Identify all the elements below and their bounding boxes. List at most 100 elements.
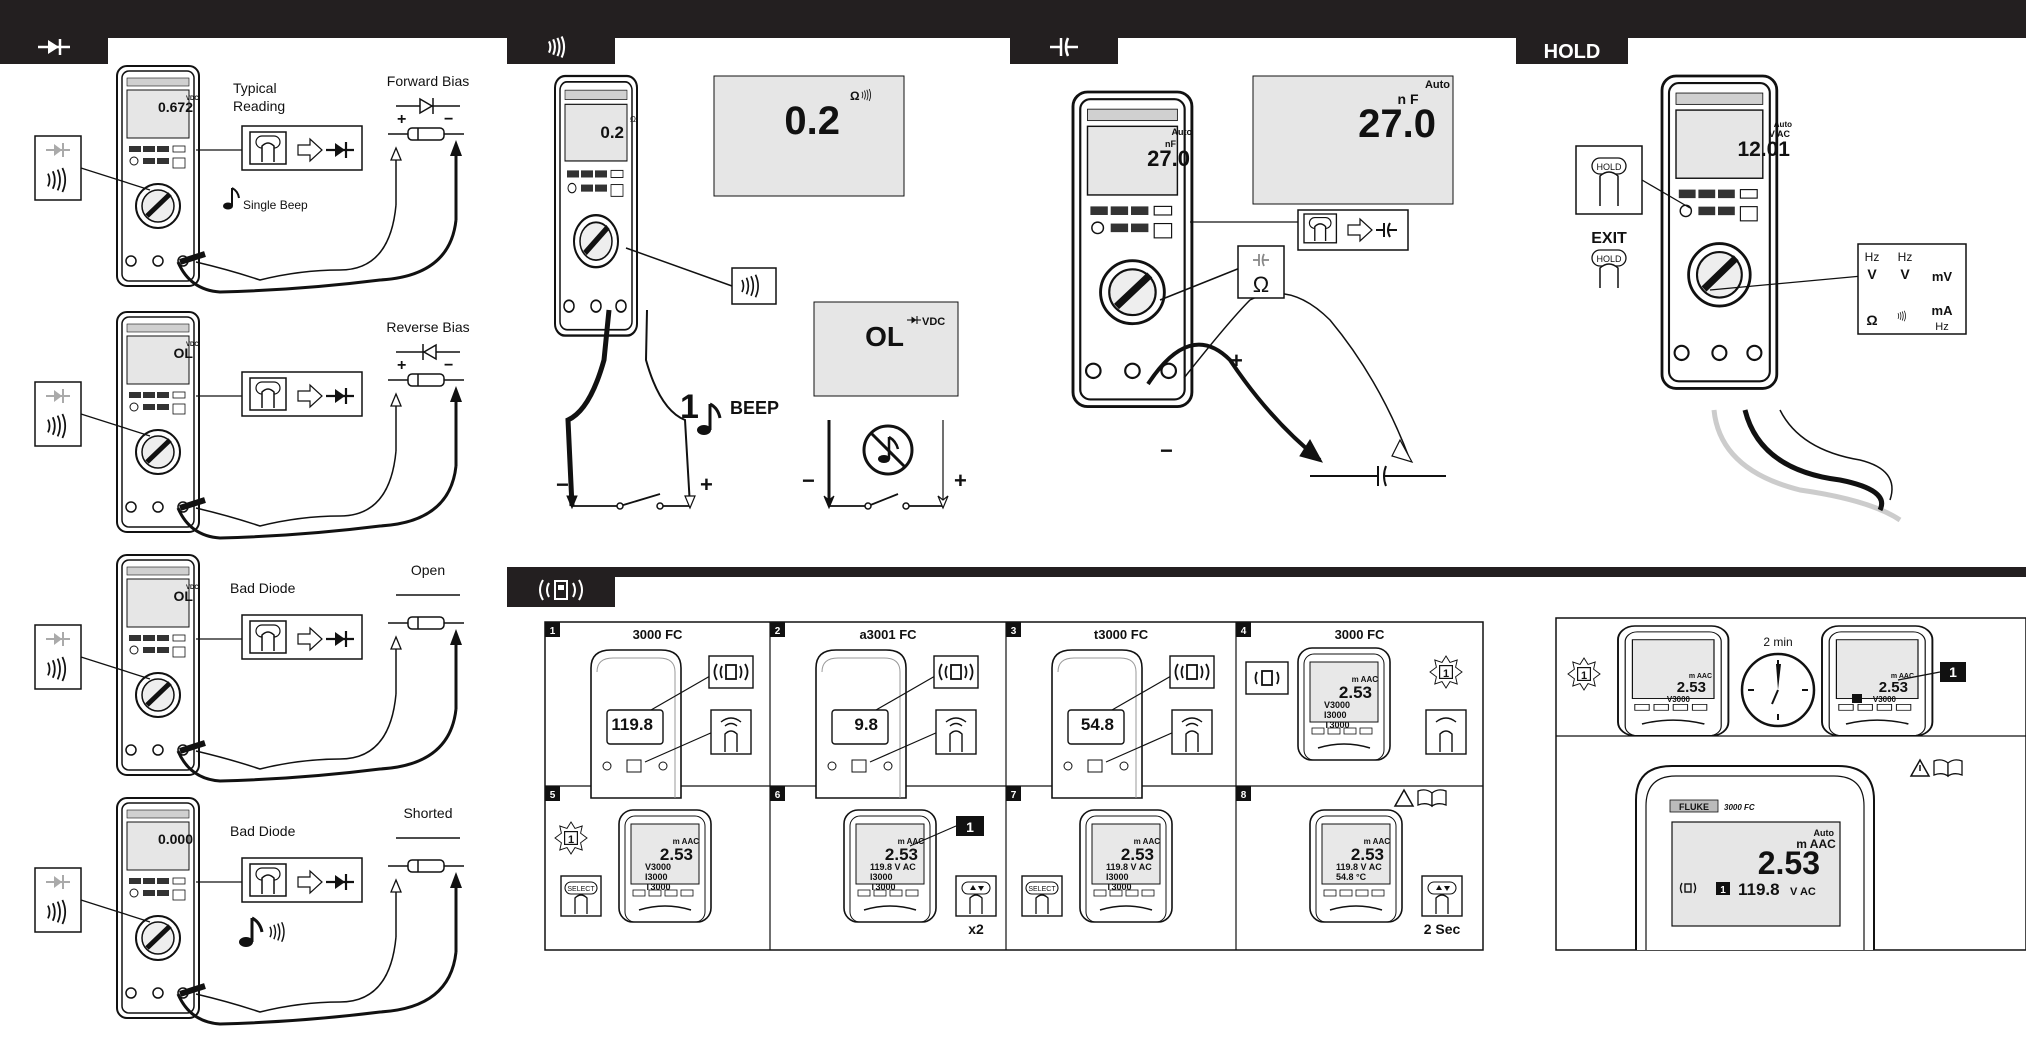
capacitance-display-large (1252, 75, 1454, 205)
step-line: T3000 (870, 882, 896, 892)
step-reading: 119.8 (611, 715, 653, 734)
step-line: I3000 (870, 872, 893, 882)
finger-button-icon (249, 620, 287, 654)
step-line: T3000 (1324, 720, 1350, 730)
diode-bias-label: Forward Bias (387, 73, 469, 89)
continuity-plus: + (700, 472, 713, 497)
hold-dial-ohm: Ω (1866, 312, 1877, 328)
hold-meter-reading: 12.01 (1737, 138, 1790, 161)
timeout-badge-right-num: 1 (1949, 664, 1957, 680)
diode-caption: Reading (233, 98, 285, 114)
capacitor-select-icon (1376, 222, 1397, 238)
arrow-button-callout (955, 875, 997, 917)
step-line: 119.8 V AC (1106, 862, 1152, 872)
step-unit: m AAC (1352, 675, 1379, 684)
continuity-meter (555, 76, 637, 336)
music-note-icon (239, 916, 264, 947)
top-header-bar: HOLD (0, 0, 2026, 64)
continuity-meter-unit: Ω (630, 115, 636, 124)
timeout-large-brand: FLUKE (1679, 802, 1709, 812)
hold-section: Auto V AC 12.01 HOLD EXIT HOLD Hz Hz V V… (1575, 76, 1967, 523)
capacitance-meter-unit: nF (1165, 139, 1176, 149)
diode-bias-label: Reverse Bias (386, 319, 469, 335)
capacitance-section: Auto 27.0 nF + − Ω Auto n F 27.0 (1073, 75, 1454, 487)
timeout-large-display (1671, 821, 1841, 927)
music-note-icon (697, 402, 722, 435)
step-title: a3001 FC (859, 627, 917, 642)
diode-meter-reading: 0.672 (158, 99, 193, 115)
timeout-display-line-unit: V AC (1790, 886, 1816, 898)
diode-schematic (176, 837, 464, 1026)
hold-meter-range: Auto (1774, 120, 1792, 129)
continuity-ol-display (813, 301, 959, 397)
diode-tab (0, 38, 108, 64)
diode-dial-icon (46, 143, 70, 157)
step-number: 2 (775, 626, 781, 637)
timeout-display-line: 119.8 (1738, 880, 1780, 899)
diode-bias-label: Open (411, 562, 445, 578)
hold-dial-ma: mA (1932, 303, 1954, 318)
continuity-icon (548, 36, 566, 58)
timeout-display-unit: m AAC (1796, 837, 1836, 851)
clock-icon (1740, 652, 1816, 728)
hold-meter-unit: V AC (1769, 129, 1791, 139)
no-beep-minus: − (802, 468, 815, 493)
continuity-tab (507, 38, 615, 64)
capacitance-leads (1146, 292, 1446, 487)
arrow-button-callout (1421, 875, 1463, 917)
diode-dial-icon (46, 632, 70, 646)
step-title: 3000 FC (1335, 627, 1385, 642)
continuity-display-unit: Ω (850, 89, 860, 103)
warning-manual-icon (1393, 788, 1447, 808)
step-main: 2.53 (885, 845, 918, 864)
timeout-panel: m AAC 2.53 V3000 1 2 min m AAC 2.53 V300… (1555, 617, 2026, 951)
capacitance-select-callout (1190, 209, 1409, 251)
step-reading: 54.8 (1081, 715, 1114, 734)
finger-button-icon (249, 863, 287, 897)
timeout-meter-unit-right: m AAC (1891, 673, 1914, 680)
diode-schematic: +− (176, 343, 464, 540)
diode-bias-label: Shorted (403, 805, 452, 821)
capacitance-display-unit: n F (1398, 91, 1419, 107)
step-main: 2.53 (1339, 683, 1372, 702)
step-number: 7 (1011, 790, 1017, 801)
wireless-button-icon (935, 709, 977, 755)
diode-plus: + (397, 357, 406, 374)
capacitance-dial-callout: Ω (1159, 245, 1285, 301)
step-unit: m AAC (1364, 837, 1391, 846)
timeout-meter-line-left: V3000 (1667, 695, 1691, 704)
select-button-callout: SELECT (1021, 875, 1063, 917)
diode-note: Single Beep (243, 198, 308, 212)
capacitance-minus: − (1160, 438, 1173, 463)
beep-label: BEEP (730, 398, 779, 418)
timeout-display-main: 2.53 (1758, 845, 1820, 881)
continuity-leads (565, 309, 696, 510)
timeout-badge-left-num: 1 (1581, 670, 1587, 682)
step-number: 8 (1241, 790, 1247, 801)
step-footer: 2 Sec (1424, 921, 1461, 937)
timeout-display-badge: 1 (1720, 885, 1726, 896)
beep-count: 1 (680, 388, 699, 426)
step-main: 2.53 (660, 845, 693, 864)
timeout-meter-line-right: V3000 (1873, 695, 1897, 704)
capacitance-plus: + (1230, 348, 1243, 373)
wireless-button-icon (1171, 709, 1213, 755)
exit-label: EXIT (1591, 230, 1627, 247)
hold-tab (1516, 38, 1628, 64)
finger-button-icon (249, 131, 287, 165)
wireless-button-icon (1425, 709, 1467, 755)
timeout-meter-main-left: 2.53 (1677, 679, 1706, 696)
capacitance-display-value: 27.0 (1358, 102, 1436, 146)
no-beep-circuit (823, 420, 949, 510)
step-line: I3000 (1324, 710, 1347, 720)
select-button-label: SELECT (567, 886, 595, 893)
hold-dial-mv: mV (1932, 269, 1953, 284)
hold-dial-vdc: V (1900, 266, 1910, 282)
step-line: V3000 (1324, 700, 1350, 710)
